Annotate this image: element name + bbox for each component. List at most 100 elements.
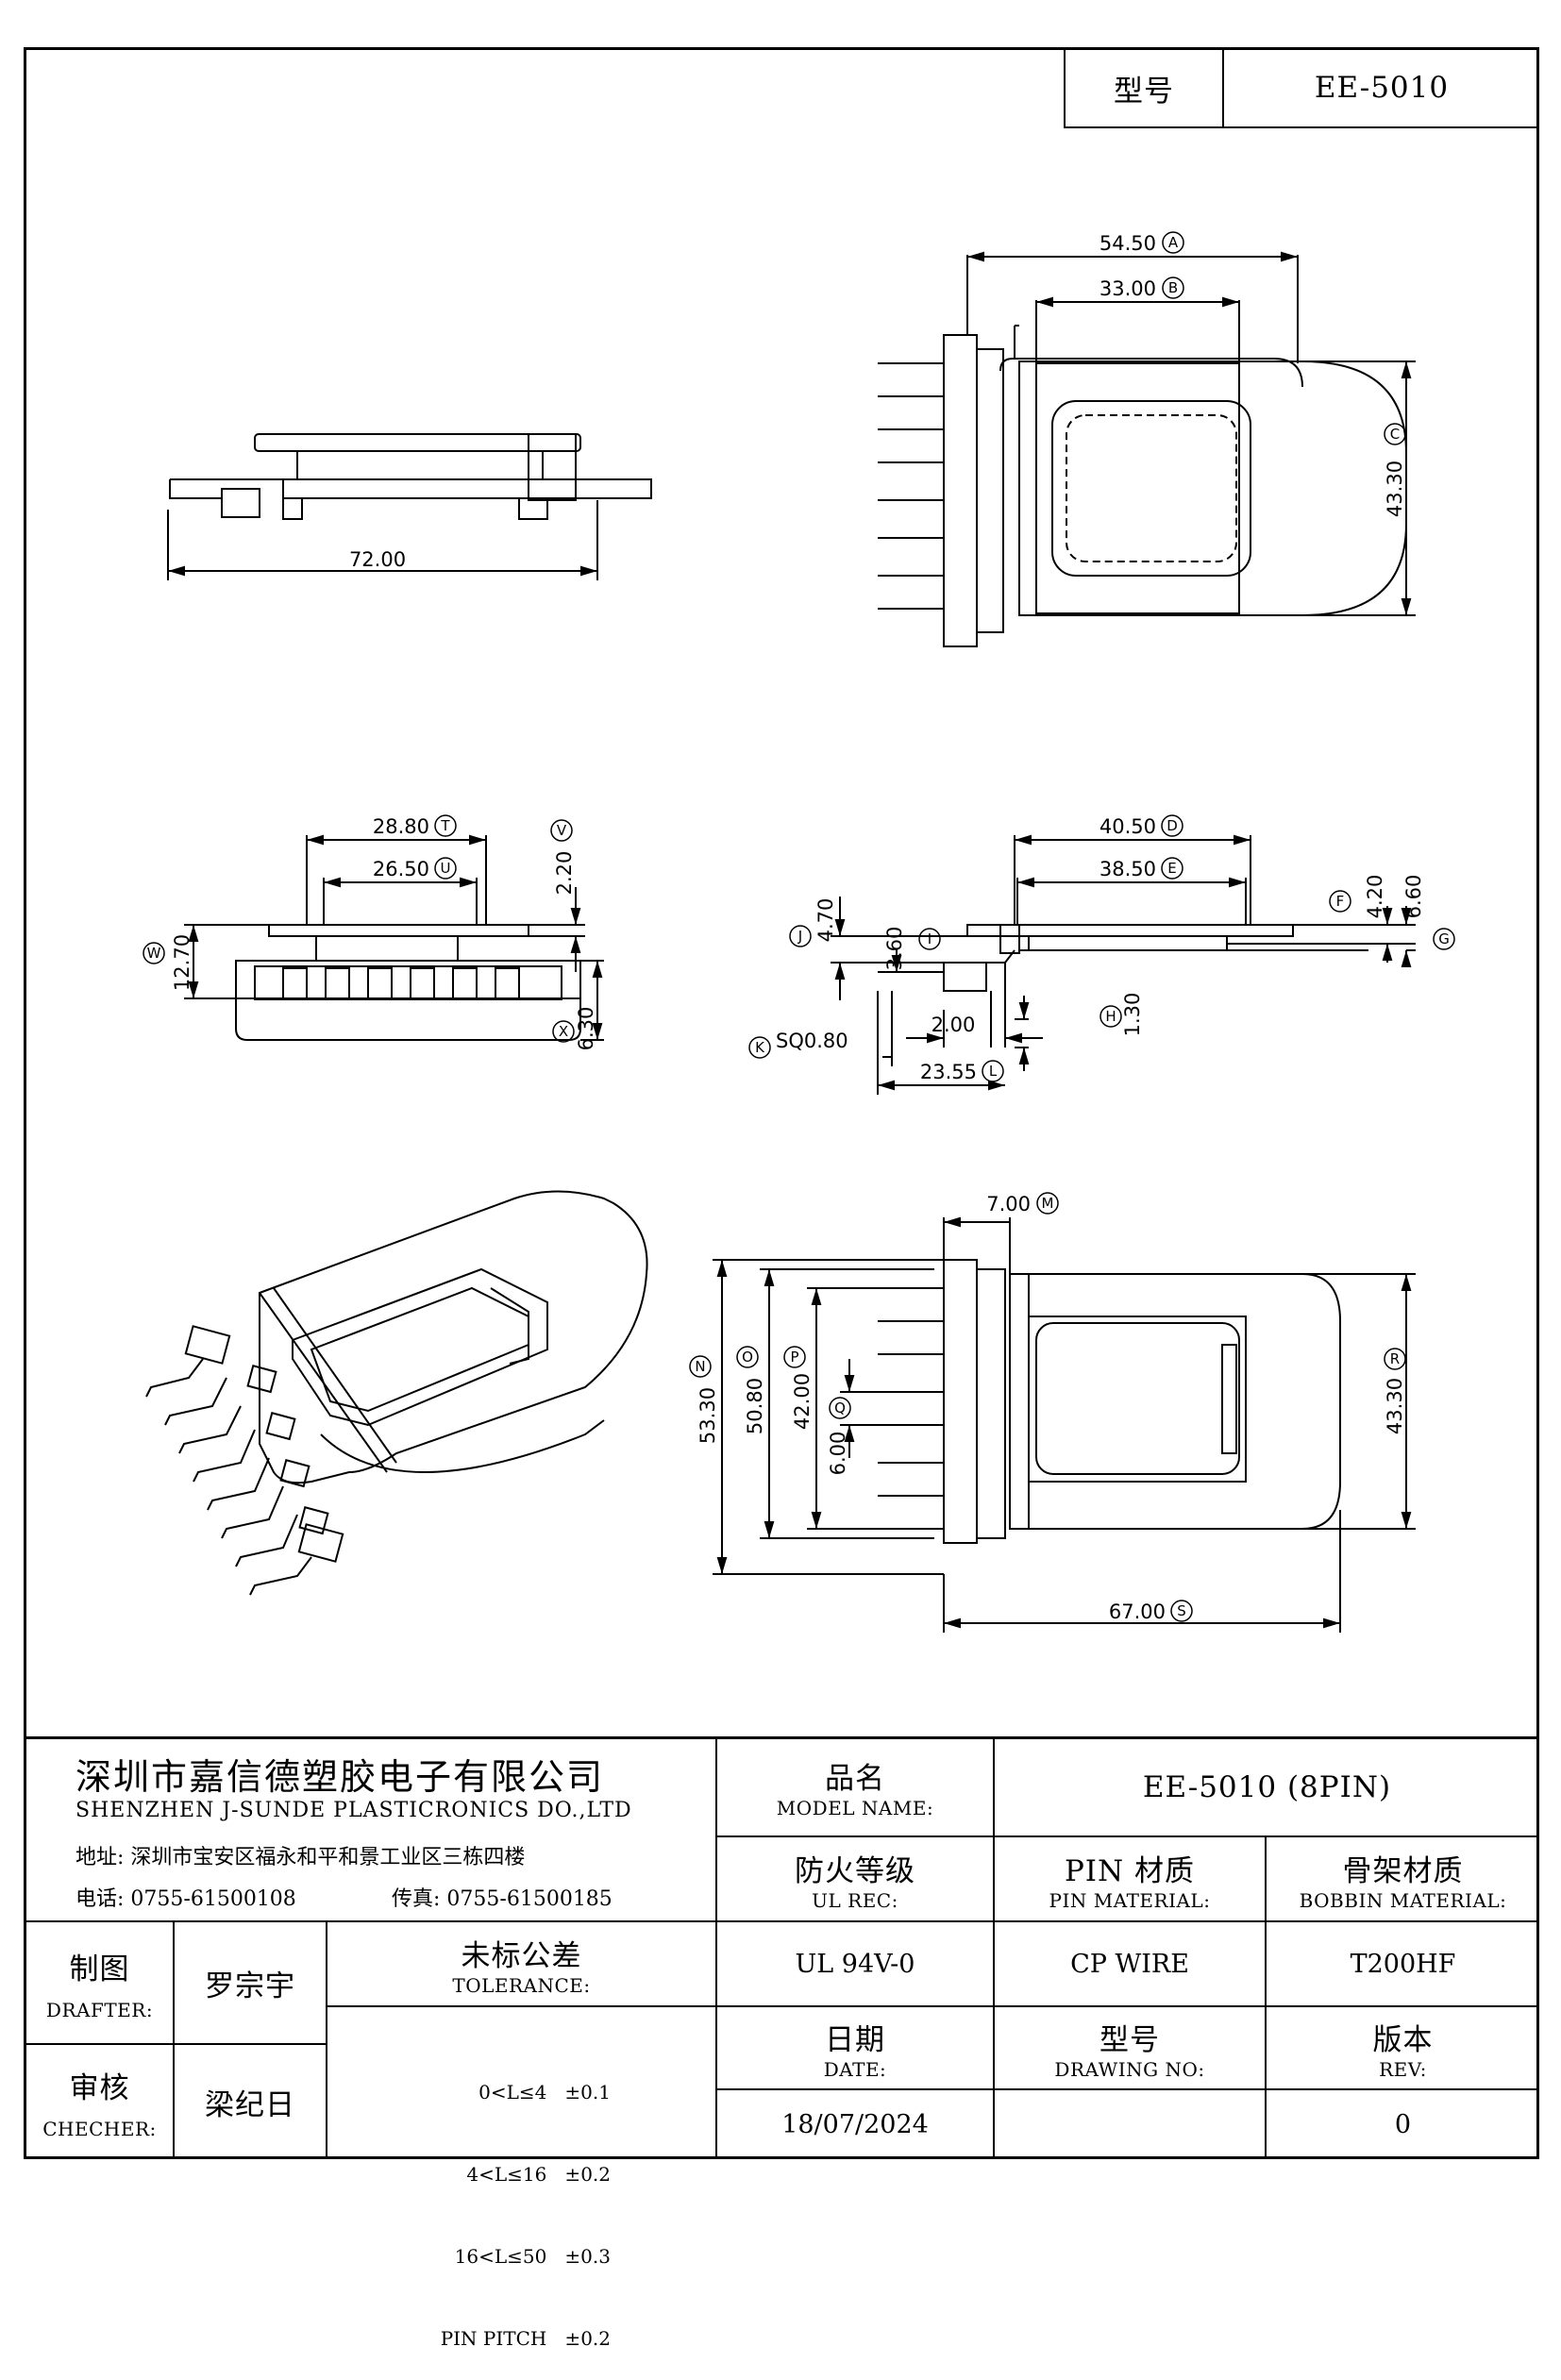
svg-text:S: S xyxy=(1177,1602,1186,1619)
top-view xyxy=(878,251,1416,647)
tolerance-label-en: TOLERANCE: xyxy=(452,1973,591,1997)
svg-text:W: W xyxy=(147,945,161,962)
header-box xyxy=(1064,47,1539,128)
svg-text:E: E xyxy=(1167,860,1176,877)
pin-material-value: CP WIRE xyxy=(1070,1949,1189,1979)
dim-H: 1.30 xyxy=(1121,993,1144,1037)
model-name-label-en: MODEL NAME: xyxy=(776,1797,934,1819)
svg-text:V: V xyxy=(557,822,567,839)
svg-text:R: R xyxy=(1390,1350,1400,1367)
dim-A: 54.50 xyxy=(1099,232,1156,255)
technical-drawing: 72.00 54.50 33.00 43.30 28.80 26.50 2.20… xyxy=(143,231,1455,1633)
date-label-cn: 日期 xyxy=(825,2022,885,2057)
tolerance-row: 0<L≤4 ±0.1 xyxy=(478,2081,611,2103)
rev-value: 0 xyxy=(1394,2110,1412,2139)
bobbin-material-value: T200HF xyxy=(1350,1949,1456,1979)
dim-M: 7.00 xyxy=(986,1193,1031,1215)
tolerance-row: PIN PITCH ±0.2 xyxy=(440,2327,611,2350)
company-fax: 传真: 0755-61500185 xyxy=(392,1887,613,1911)
svg-text:C: C xyxy=(1390,426,1400,443)
svg-text:T: T xyxy=(440,817,450,834)
date-value: 18/07/2024 xyxy=(781,2110,929,2139)
dim-Q: 6.00 xyxy=(827,1432,849,1476)
dim-T: 28.80 xyxy=(373,815,429,838)
svg-text:I: I xyxy=(928,930,932,947)
svg-text:B: B xyxy=(1168,279,1178,296)
checker-name: 梁纪日 xyxy=(205,2088,295,2122)
dim-J: 4.70 xyxy=(814,898,837,943)
tolerance-table: 0<L≤4 ±0.1 4<L≤16 ±0.2 16<L≤50 ±0.3 PIN … xyxy=(327,2024,611,2380)
model-name-value: EE-5010 (8PIN) xyxy=(1142,1769,1392,1804)
date-label-en: DATE: xyxy=(823,2057,887,2081)
drawing-no-label-cn: 型号 xyxy=(1099,2022,1160,2057)
checker-label-cn: 审核 xyxy=(69,2071,130,2105)
bottom-view xyxy=(713,1216,1416,1633)
tolerance-row: 4<L≤16 ±0.2 xyxy=(466,2163,611,2186)
svg-text:H: H xyxy=(1105,1008,1116,1025)
rev-label-en: REV: xyxy=(1379,2057,1427,2081)
company-name-cn: 深圳市嘉信德塑胶电子有限公司 xyxy=(76,1756,605,1798)
side-section-view xyxy=(831,834,1416,1095)
dim-U: 26.50 xyxy=(373,858,429,880)
dim-P: 42.00 xyxy=(791,1373,814,1430)
tolerance-label-cn: 未标公差 xyxy=(461,1938,582,1973)
dim-C: 43.30 xyxy=(1384,461,1406,517)
svg-text:F: F xyxy=(1336,893,1345,910)
svg-text:K: K xyxy=(755,1039,765,1056)
svg-text:N: N xyxy=(695,1358,705,1375)
svg-text:L: L xyxy=(989,1063,998,1080)
dim-step: 2.00 xyxy=(932,1014,976,1036)
dim-D: 40.50 xyxy=(1099,815,1156,838)
company-name-en: SHENZHEN J-SUNDE PLASTICRONICS DO.,LTD xyxy=(76,1799,632,1822)
drafter-label-en: DRAFTER: xyxy=(45,1998,154,2021)
company-phone: 电话: 0755-61500108 xyxy=(76,1887,296,1911)
dim-F: 4.20 xyxy=(1364,875,1386,919)
svg-text:D: D xyxy=(1167,817,1178,834)
dim-K: SQ0.80 xyxy=(776,1030,848,1052)
side-view xyxy=(167,433,652,580)
dim-I: 3.60 xyxy=(883,927,906,971)
pin-material-label-cn: PIN 材质 xyxy=(1064,1853,1196,1888)
svg-text:Q: Q xyxy=(834,1400,846,1416)
title-block xyxy=(24,1736,1539,2159)
company-address: 地址: 深圳市宝安区福永和平和景工业区三栋四楼 xyxy=(76,1846,526,1869)
svg-text:G: G xyxy=(1438,930,1450,947)
front-view xyxy=(184,834,604,1041)
bobbin-material-label-cn: 骨架材质 xyxy=(1342,1853,1464,1888)
dim-V: 2.20 xyxy=(553,851,576,896)
dim-S: 67.00 xyxy=(1109,1601,1166,1623)
svg-text:M: M xyxy=(1042,1195,1054,1212)
header-model-value: EE-5010 xyxy=(1314,71,1450,105)
svg-text:O: O xyxy=(742,1349,753,1366)
checker-label-en: CHECHER: xyxy=(42,2118,157,2140)
drawing-frame xyxy=(24,47,1539,2159)
ul-label-cn: 防火等级 xyxy=(795,1853,915,1888)
isometric-pins xyxy=(145,1325,344,1596)
dim-R: 43.30 xyxy=(1384,1378,1406,1434)
dim-X: 6.30 xyxy=(575,1007,597,1051)
header-model-label: 型号 xyxy=(1114,74,1174,109)
dim-N: 53.30 xyxy=(697,1387,719,1444)
drawing-no-label-en: DRAWING NO: xyxy=(1054,2057,1205,2081)
dim-O: 50.80 xyxy=(744,1378,766,1434)
ul-value: UL 94V-0 xyxy=(795,1949,915,1979)
dim-G: 6.60 xyxy=(1402,875,1425,919)
rev-label-cn: 版本 xyxy=(1372,2022,1434,2057)
pin-material-label-en: PIN MATERIAL: xyxy=(1049,1888,1211,1912)
ul-label-en: UL REC: xyxy=(812,1888,898,1912)
dim-W: 12.70 xyxy=(171,934,193,991)
drafter-name: 罗宗宇 xyxy=(205,1969,295,2003)
dim-L: 23.55 xyxy=(920,1061,977,1083)
svg-text:J: J xyxy=(797,928,802,945)
svg-text:A: A xyxy=(1168,234,1179,251)
isometric-view xyxy=(145,1190,648,1596)
bobbin-material-label-en: BOBBIN MATERIAL: xyxy=(1299,1888,1507,1912)
svg-text:P: P xyxy=(790,1349,798,1366)
dim-side-length: 72.00 xyxy=(349,548,406,571)
bottom-view-pins xyxy=(878,1287,944,1530)
svg-text:X: X xyxy=(559,1023,568,1040)
top-view-pins xyxy=(878,362,944,610)
tolerance-row: 16<L≤50 ±0.3 xyxy=(454,2245,611,2268)
dim-B: 33.00 xyxy=(1099,277,1156,300)
svg-text:U: U xyxy=(441,860,451,877)
